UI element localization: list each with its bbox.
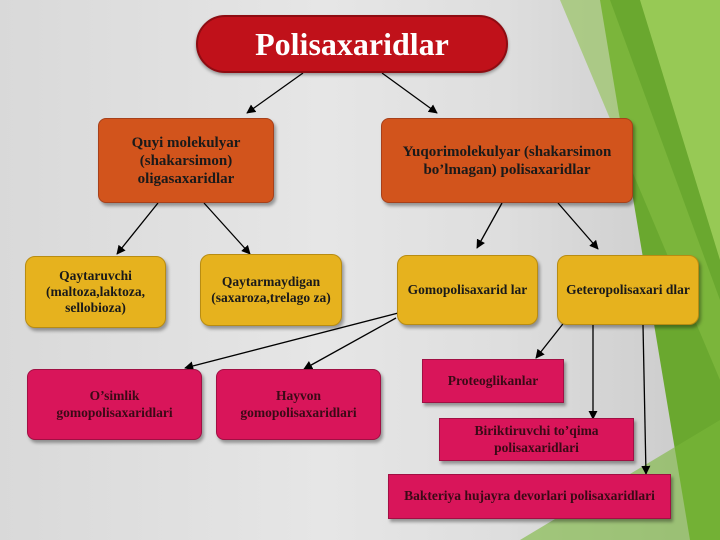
node-animal-homopolysaccharides: Hayvon gomopolisaxaridlari [216,369,381,440]
node-heteropolysaccharides: Geteropolisaxari dlar [557,255,699,325]
arrow-hetero-to-bacterial [641,324,651,475]
node-nonreducing: Qaytarmaydigan (saxaroza,trelago za) [200,254,342,326]
node-connective-tissue: Biriktiruvchi to’qima polisaxaridlari [439,418,634,461]
node-plant-homopolysaccharides: O’simlik gomopolisaxaridlari [27,369,202,440]
arrow-right-to-homo [476,202,503,249]
arrow-hetero-to-proteoglycans [535,319,567,359]
arrow-left-to-reducing [116,202,159,255]
node-proteoglycans: Proteoglikanlar [422,359,564,403]
node-high-molecular: Yuqorimolekulyar (shakarsimon bo’lmagan)… [381,118,633,203]
node-bacterial-wall: Bakteriya hujayra devorlari polisaxaridl… [388,474,671,519]
arrow-title-to-right [381,72,438,114]
node-reducing: Qaytaruvchi (maltoza,laktoza, sellobioza… [25,256,166,328]
arrow-right-to-hetero [557,202,599,250]
title-node: Polisaxaridlar [196,15,508,73]
green-stripe-light [640,0,720,260]
arrow-homo-to-animal [303,317,397,370]
arrow-left-to-nonreducing [203,202,251,255]
arrow-title-to-left [246,72,304,114]
arrow-homo-to-plant [184,310,407,371]
node-low-molecular: Quyi molekulyar (shakarsimon) oligasaxar… [98,118,274,203]
node-homopolysaccharides: Gomopolisaxarid lar [397,255,538,325]
